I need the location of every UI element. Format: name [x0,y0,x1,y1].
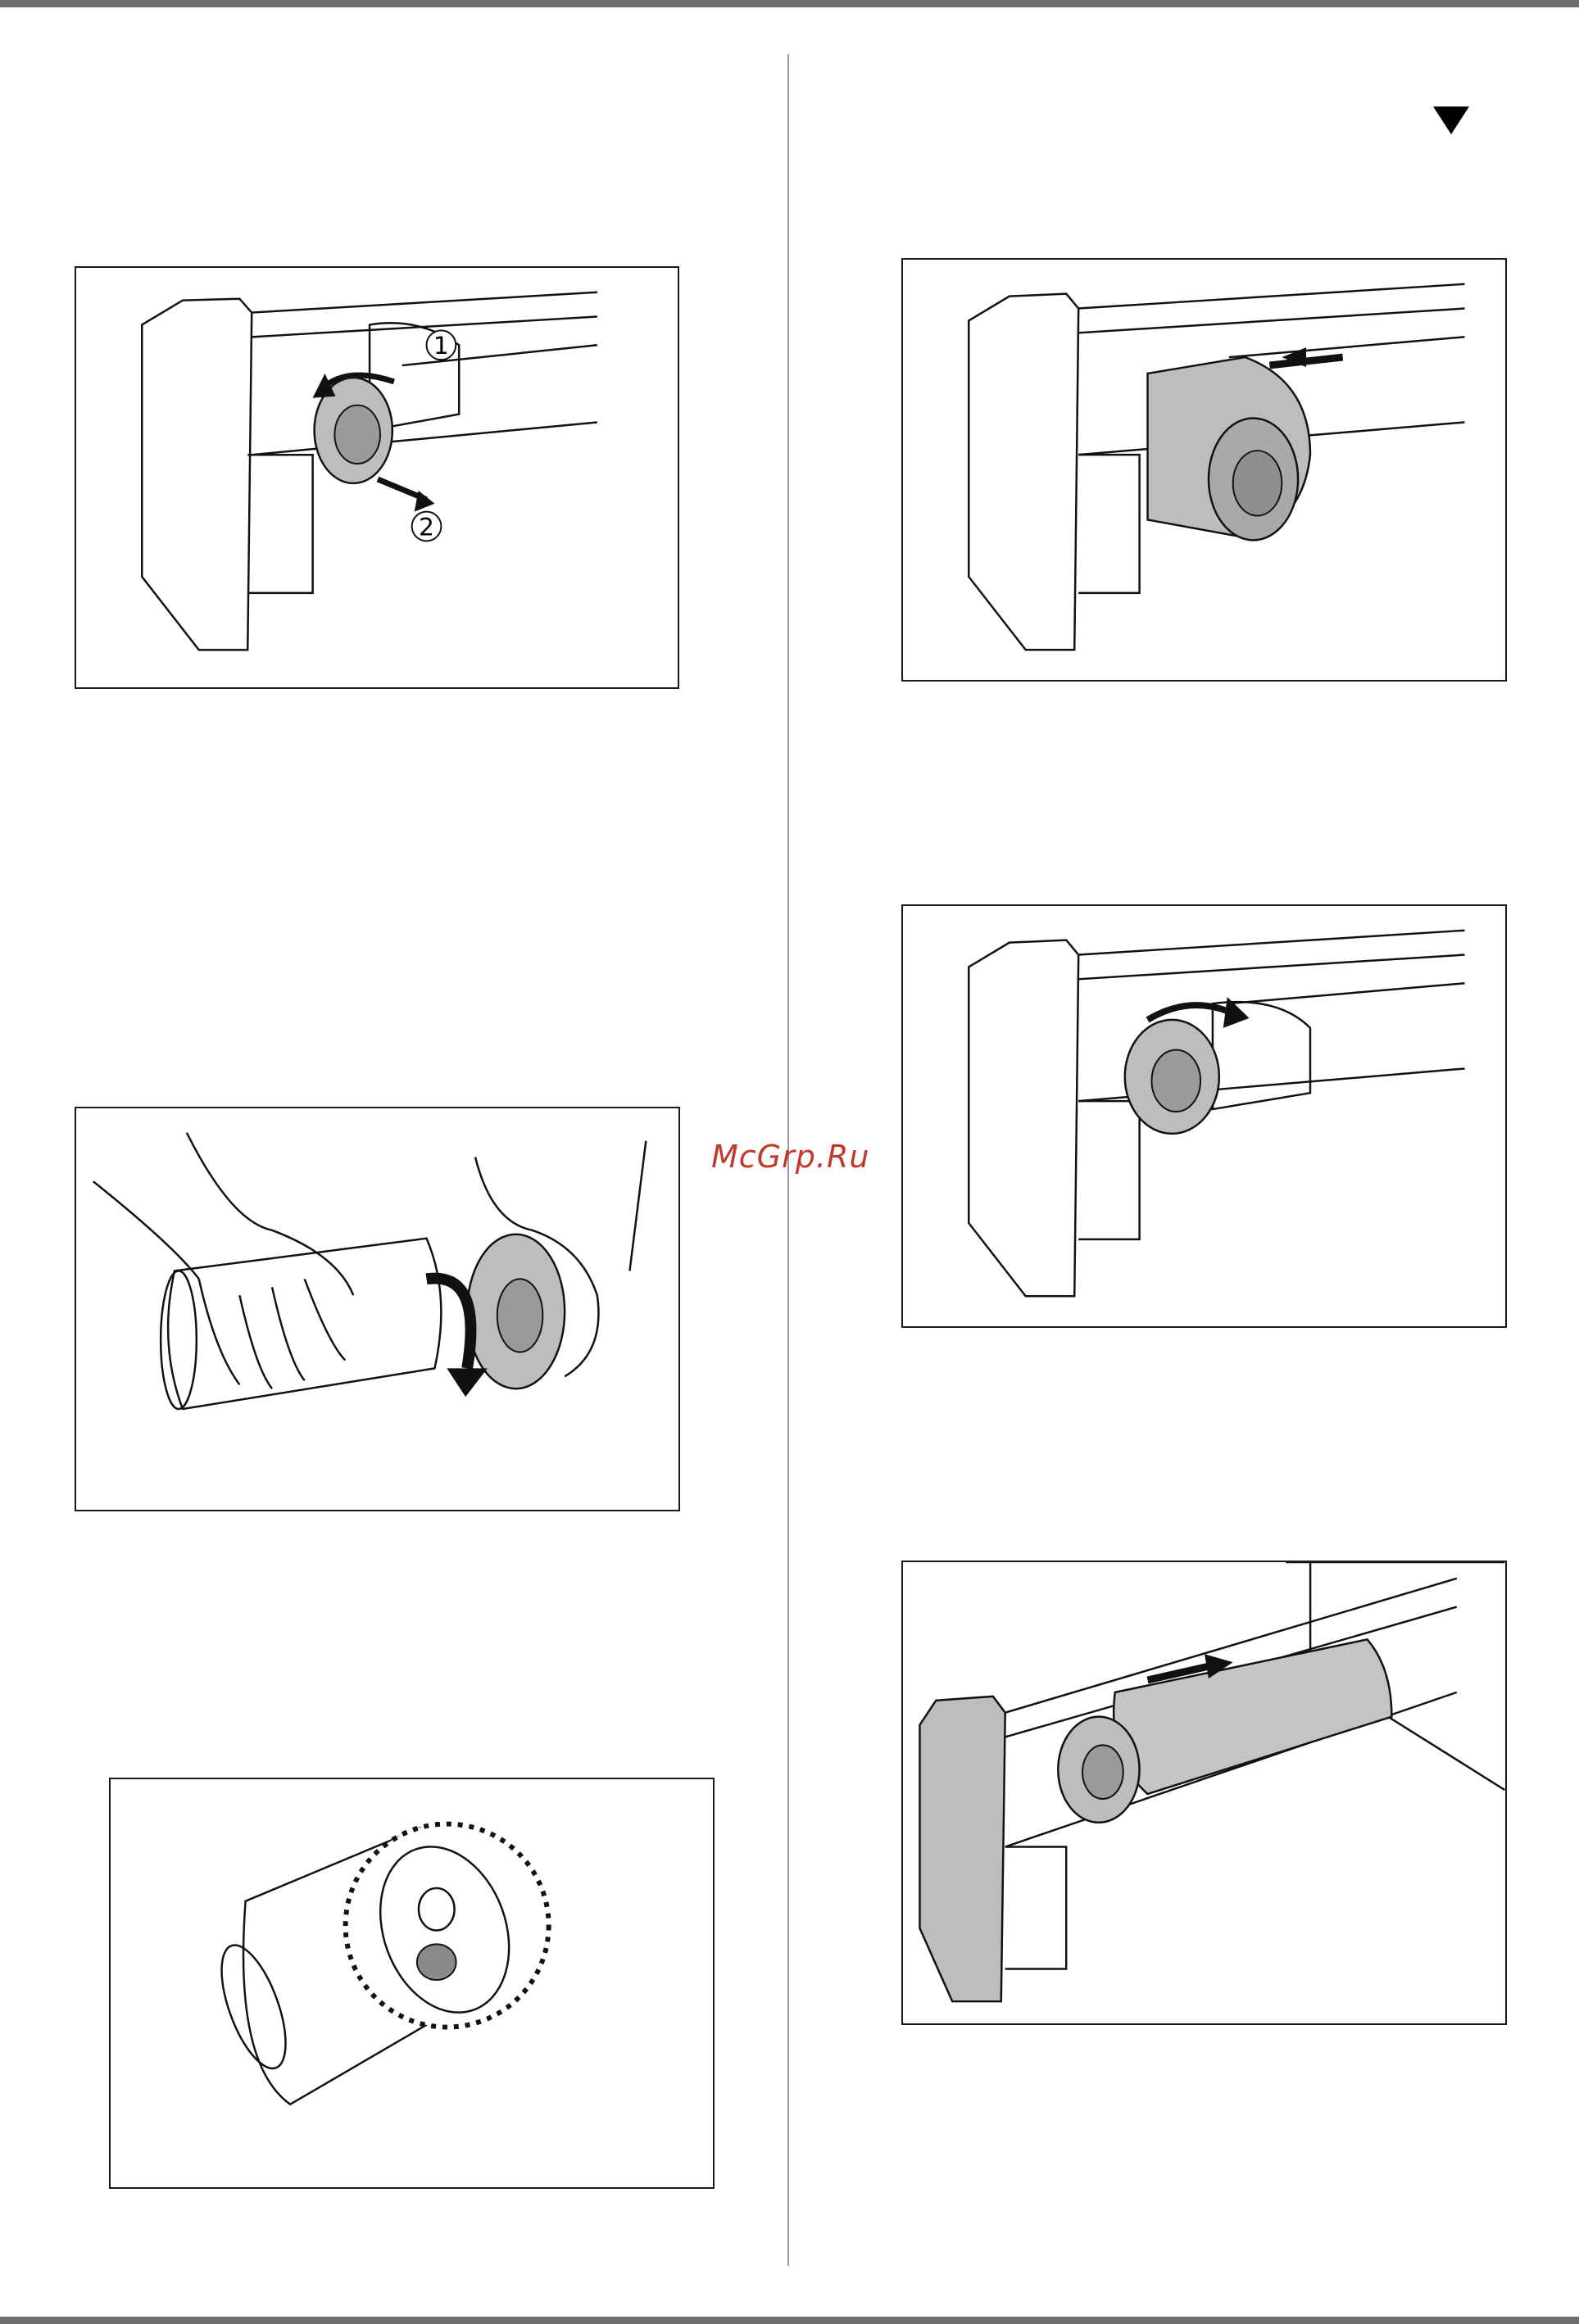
top-bar [0,0,1579,7]
illustration-bottle-inlet-detail [109,1778,715,2189]
bottle-drawing [111,1779,713,2187]
watermark-text: McGrp.Ru [711,1139,869,1175]
hands-drawing [76,1108,678,1510]
illustration-install-bottle-slide-in [901,258,1507,682]
step-label-2: 2 [419,513,434,541]
continue-arrow-icon [1433,106,1469,134]
illustration-push-unit-into-machine [901,1561,1507,2025]
bottom-bar [0,2317,1579,2324]
step-label-1: 1 [433,332,449,360]
unit-drawing [903,260,1505,680]
unit-drawing: 1 2 [76,268,678,687]
unit-drawing [903,906,1505,1326]
machine-drawing [903,1562,1505,2023]
illustration-rotate-bottle-lock [901,904,1507,1328]
illustration-remove-bottle-cap: 1 2 [75,266,679,689]
illustration-rotate-cap-by-hand [75,1107,680,1511]
